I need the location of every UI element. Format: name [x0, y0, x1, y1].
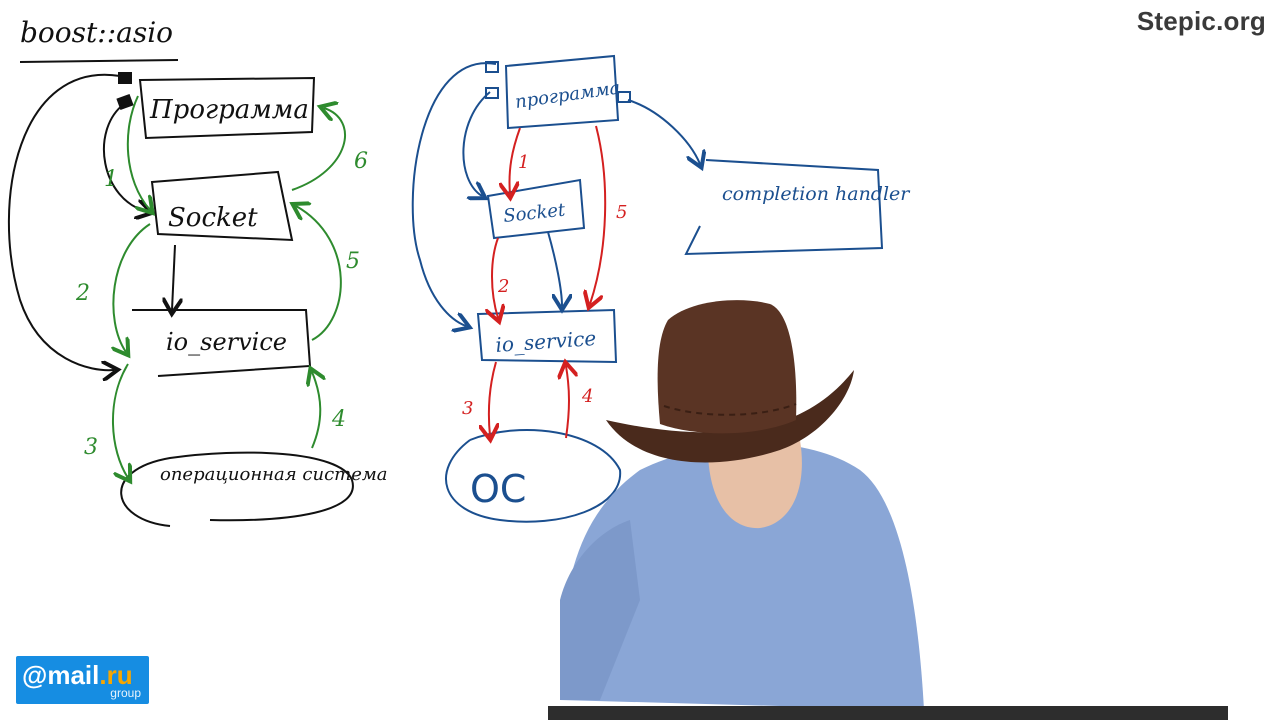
socket-box: [150, 170, 294, 242]
r-step-label-4: 4: [581, 386, 593, 407]
loop-arrow-outer: [7, 73, 120, 370]
r-os-label: ОС: [470, 467, 526, 511]
step-label-3: 3: [84, 435, 98, 460]
r-step-1-arrow: [509, 127, 521, 194]
r-socket-box: [486, 178, 586, 240]
program-plug-icon: [118, 72, 132, 84]
r-program-box: [504, 54, 620, 130]
socket-label: Socket: [168, 203, 258, 233]
hat-stitching: [663, 403, 797, 416]
logo-sub: group: [110, 686, 141, 700]
r-loop-arrow-inner: [462, 91, 491, 196]
presenter-arm-left: [560, 520, 640, 700]
socket-to-io-arrow: [172, 244, 175, 310]
step-5-arrow: [296, 206, 342, 341]
r-step-label-1: 1: [518, 152, 529, 173]
r-loop-arrow-outer: [411, 62, 497, 326]
step-3-arrow: [112, 363, 128, 478]
r-step-4-arrow: [566, 366, 569, 439]
step-6-arrow: [291, 108, 347, 191]
r-step-5-arrow: [590, 125, 607, 304]
r-socket-to-io-arrow: [547, 231, 562, 306]
program-label: Программа: [149, 95, 309, 125]
r-step-3-arrow: [489, 361, 496, 436]
os-label: операционная система: [160, 464, 388, 485]
step-2-arrow: [113, 223, 151, 352]
r-plug-icon-2: [485, 87, 499, 99]
r-step-label-2: 2: [497, 276, 509, 297]
step-label-1: 1: [104, 167, 118, 192]
presenter-face: [707, 440, 802, 529]
cowboy-hat-brim-icon: [606, 370, 854, 463]
step-label-5: 5: [346, 249, 360, 274]
step-1-arrow: [126, 95, 150, 210]
io-service-box: [132, 309, 312, 377]
r-socket-label: Socket: [502, 200, 567, 227]
handler-label: completion handler: [722, 183, 911, 205]
handler-box: [684, 159, 884, 256]
step-4-arrow: [312, 372, 320, 449]
cowboy-hat-crown-icon: [657, 300, 797, 434]
presenter-shirt: [560, 443, 924, 710]
r-program-to-handler-arrow: [627, 99, 700, 164]
diagram-title: boost::asio: [20, 16, 173, 49]
io-service-label: io_service: [166, 328, 287, 356]
keyboard: [548, 706, 1228, 720]
os-ellipse: [120, 451, 354, 527]
r-plug-icon-1: [485, 61, 499, 73]
r-step-2-arrow: [492, 237, 498, 318]
left-diagram: boost::asio Программа Socket io_service …: [7, 16, 388, 527]
r-plug-icon-3: [617, 91, 631, 103]
r-os-ellipse: [445, 429, 622, 523]
step-label-4: 4: [331, 407, 346, 432]
logo-text: @mail.ru: [22, 660, 133, 690]
site-brand[interactable]: Stepic.org: [1136, 6, 1266, 36]
step-label-6: 6: [354, 149, 368, 174]
title-underline: [19, 59, 179, 63]
loop-arrow-inner: [102, 103, 148, 212]
presenter-figure: [548, 300, 1228, 720]
r-step-label-5: 5: [616, 202, 627, 223]
right-diagram: программа Socket io_service ОС completio…: [411, 54, 911, 523]
r-program-label: программа: [514, 77, 622, 113]
mailru-group-logo: @mail.ru group: [16, 656, 149, 704]
r-io-service-label: io_service: [495, 326, 597, 357]
r-step-label-3: 3: [462, 398, 473, 419]
step-label-2: 2: [75, 281, 90, 306]
program-box: [138, 76, 316, 140]
